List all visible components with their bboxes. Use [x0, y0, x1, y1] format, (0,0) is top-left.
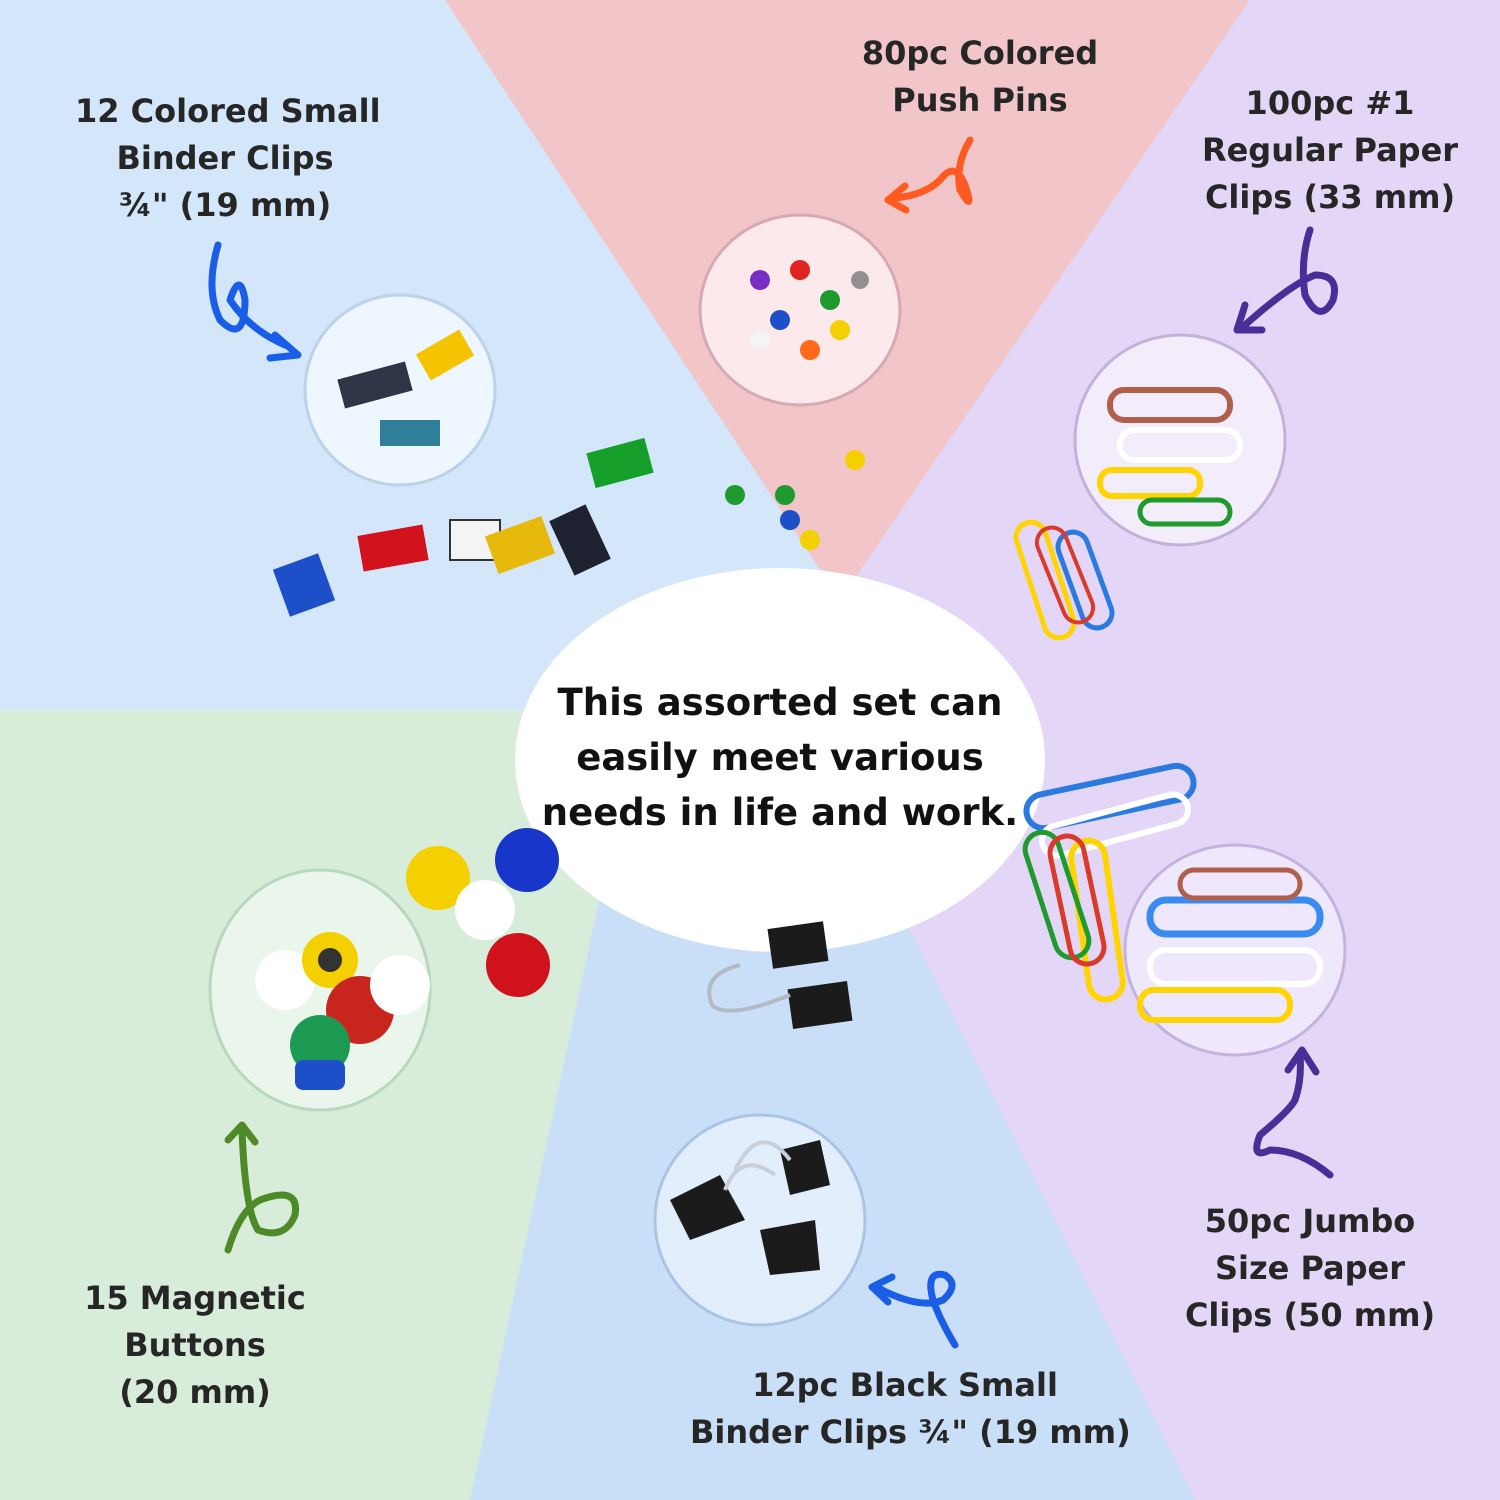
- arrow-purple-top-head-icon: [1233, 301, 1266, 334]
- tagline-line: needs in life and work.: [541, 791, 1019, 834]
- arrow-purple-bottom-head-icon: [1284, 1046, 1320, 1076]
- label-line: Push Pins: [892, 81, 1068, 119]
- arrow-purple-top-icon: [1241, 226, 1338, 329]
- label-line: Regular Paper: [1201, 131, 1459, 169]
- binder-clip-container: [303, 293, 497, 487]
- label-line: ¾" (19 mm): [118, 186, 332, 224]
- arrow-orange-icon: [891, 136, 974, 205]
- label-black-binder-clips: 12pc Black Small Binder Clips ¾" (19 mm): [690, 1362, 1131, 1456]
- loose-black-clip: [707, 921, 853, 1029]
- arrow-purple-bottom-icon: [1253, 1051, 1334, 1179]
- label-line: 100pc #1: [1245, 84, 1415, 122]
- loose-binder-clips: [272, 437, 654, 617]
- label-jumbo-paper-clips: 50pc Jumbo Size Paper Clips (50 mm): [1180, 1198, 1440, 1339]
- label-line: 80pc Colored: [861, 34, 1099, 72]
- lavender-region: [840, 0, 1500, 1500]
- arrow-blue-bottom-head-icon: [868, 1273, 896, 1306]
- label-colored-binder-clips: 12 Colored Small Binder Clips ¾" (19 mm): [75, 88, 381, 229]
- label-line: Size Paper: [1214, 1249, 1406, 1287]
- label-line: Buttons: [124, 1326, 266, 1364]
- label-push-pins: 80pc Colored Push Pins: [850, 30, 1110, 124]
- loose-jumbo-clips: [1022, 762, 1197, 1003]
- label-line: 15 Magnetic: [84, 1279, 306, 1317]
- magnet-container: [208, 868, 432, 1112]
- tagline-line: This assorted set can: [557, 681, 1003, 724]
- loose-magnets: [406, 828, 559, 997]
- black-clip-container: [653, 1113, 867, 1327]
- center-oval: [515, 568, 1045, 952]
- loose-push-pins: [725, 450, 865, 550]
- push-pin-container: [698, 213, 902, 407]
- arrow-orange-head-icon: [884, 182, 910, 214]
- tagline-line: easily meet various: [576, 736, 984, 779]
- center-tagline: This assorted set can easily meet variou…: [520, 675, 1040, 840]
- label-line: Binder Clips ¾" (19 mm): [690, 1413, 1131, 1451]
- arrow-blue-bottom-icon: [874, 1270, 959, 1349]
- arrow-blue-topleft-head-icon: [266, 331, 302, 362]
- label-line: 50pc Jumbo: [1204, 1202, 1416, 1240]
- arrow-green-head-icon: [224, 1121, 259, 1146]
- arrow-blue-topleft-icon: [208, 241, 289, 349]
- arrow-green-icon: [224, 1126, 300, 1254]
- jumbo-clip-container: [1123, 843, 1347, 1057]
- label-line: Clips (33 mm): [1204, 178, 1456, 216]
- label-regular-paper-clips: 100pc #1 Regular Paper Clips (33 mm): [1195, 80, 1465, 221]
- label-line: 12 Colored Small: [75, 92, 381, 130]
- loose-paper-clips: [1013, 519, 1115, 641]
- label-line: 12pc Black Small: [752, 1366, 1058, 1404]
- paper-clip-container: [1073, 333, 1287, 547]
- label-magnetic-buttons: 15 Magnetic Buttons (20 mm): [70, 1275, 320, 1416]
- label-line: (20 mm): [119, 1373, 271, 1411]
- label-line: Binder Clips: [116, 139, 334, 177]
- label-line: Clips (50 mm): [1184, 1296, 1436, 1334]
